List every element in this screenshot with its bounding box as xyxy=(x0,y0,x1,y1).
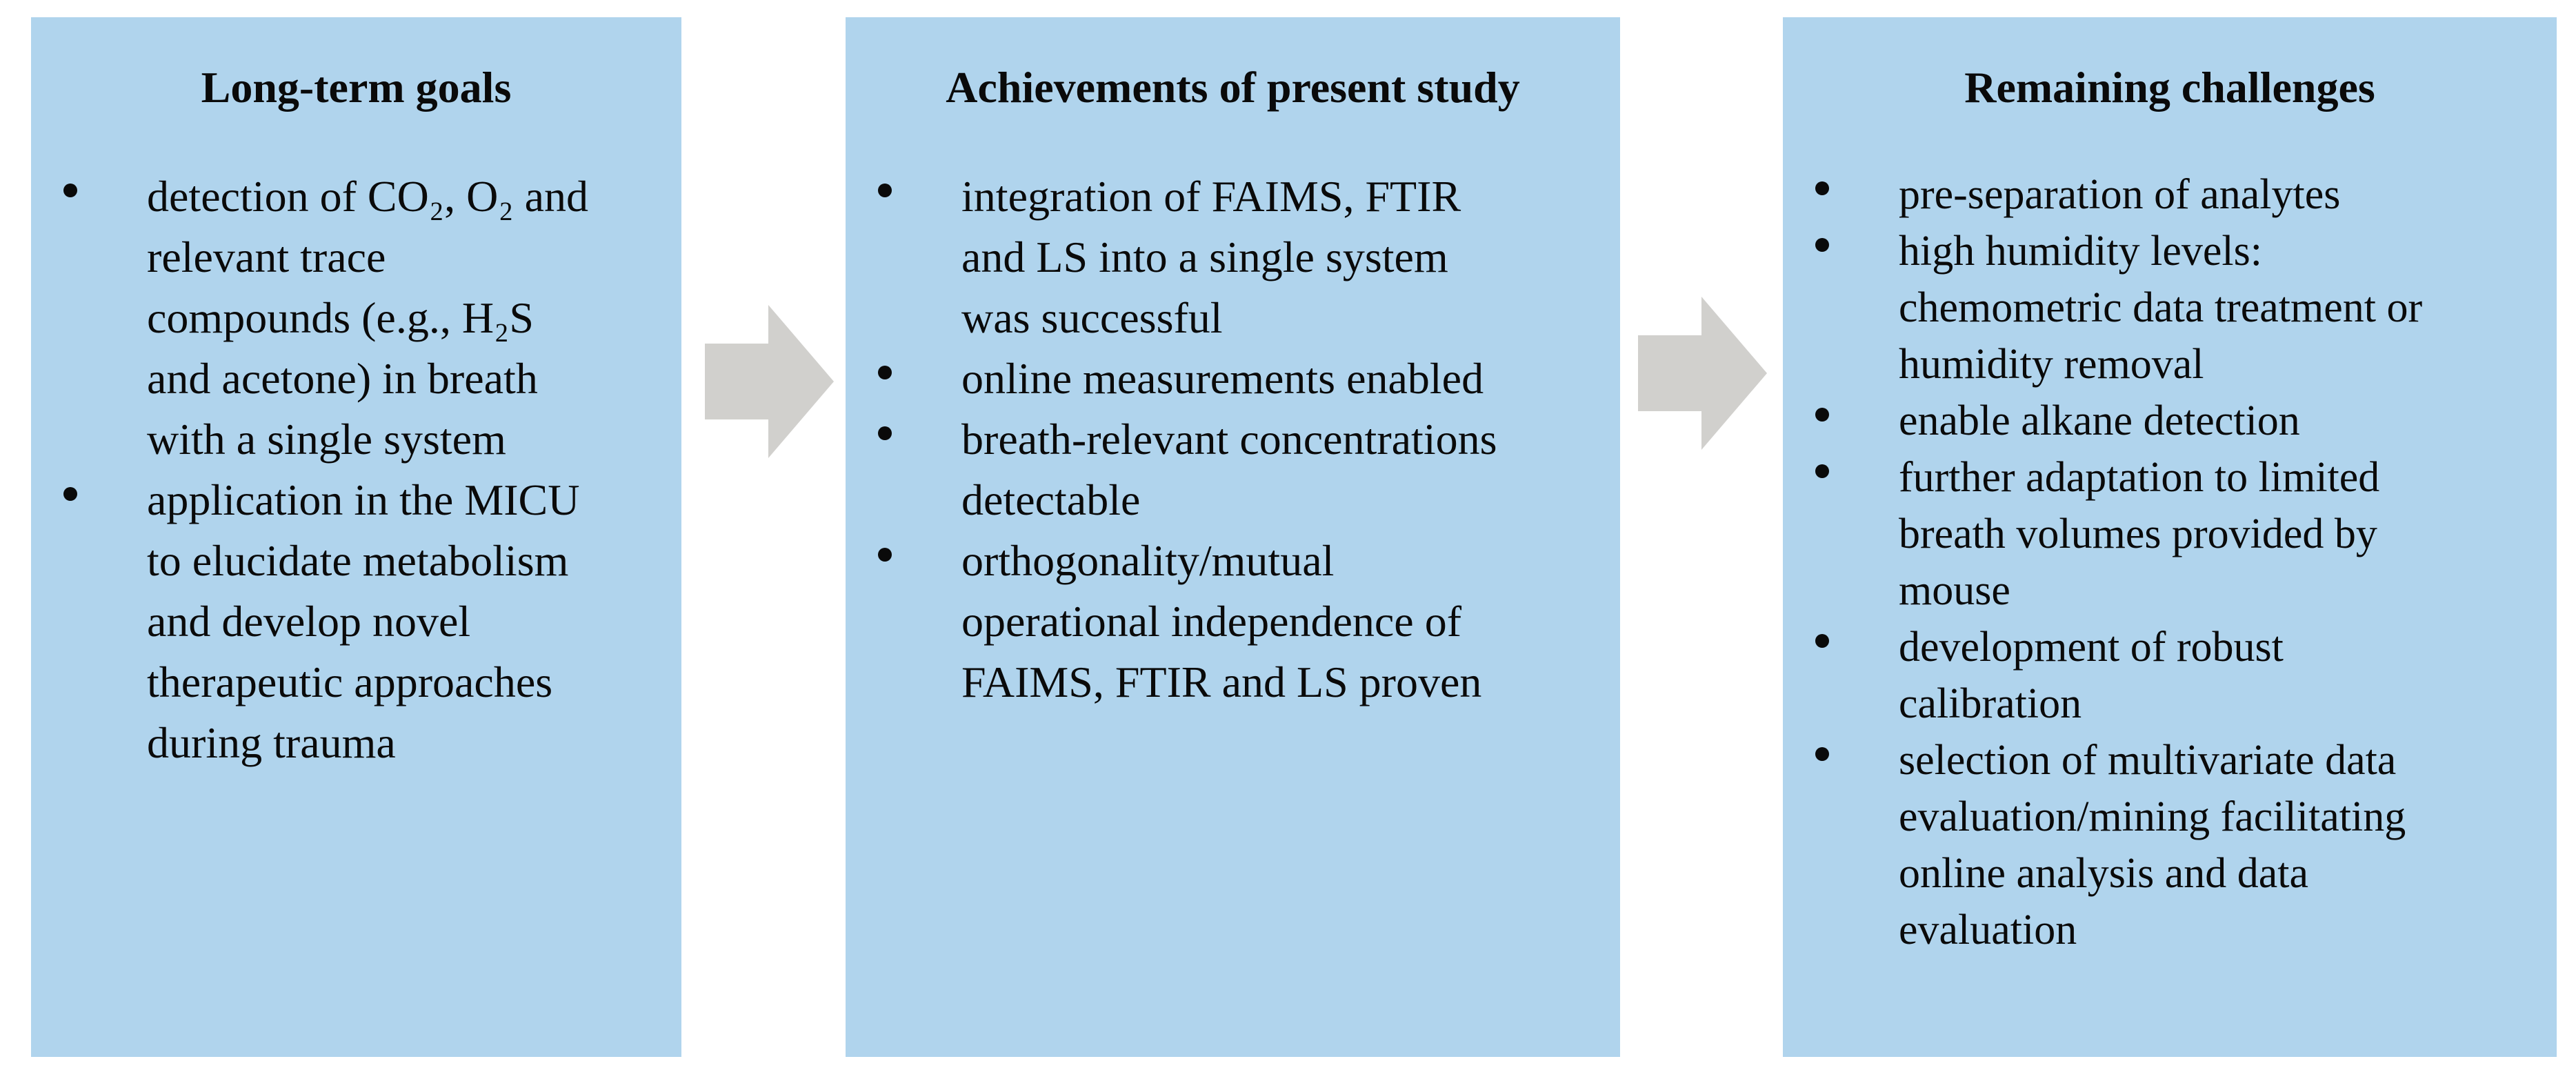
bullet-text: enable alkane detection xyxy=(1899,397,2300,444)
bullet-text: breath-relevant concentrations detectabl… xyxy=(961,415,1497,524)
list-item: enable alkane detection xyxy=(1783,393,2557,449)
bullet-dot-icon xyxy=(1815,238,1829,252)
box-title-long-term-goals: Long-term goals xyxy=(201,63,512,112)
bullet-text: development of robust calibration xyxy=(1899,624,2284,727)
bullet-dot-icon xyxy=(878,184,892,197)
box-remaining-challenges: Remaining challenges pre-separation of a… xyxy=(1783,17,2557,1057)
bullet-dot-icon xyxy=(1815,181,1829,195)
arrow-head xyxy=(768,305,834,458)
bullet-text: selection of multivariate data evaluatio… xyxy=(1899,737,2406,953)
list-item: integration of FAIMS, FTIR and LS into a… xyxy=(846,166,1620,348)
bullet-list: detection of CO₂, O₂ and relevant trace … xyxy=(31,166,681,773)
box-title-remaining-challenges: Remaining challenges xyxy=(1964,63,2375,112)
block-arrow-right-icon xyxy=(705,305,834,458)
list-item: orthogonality/mutual operational indepen… xyxy=(846,531,1620,713)
bullet-dot-icon xyxy=(878,426,892,440)
bullet-text: pre-separation of analytes xyxy=(1899,171,2341,218)
list-item: application in the MICU to elucidate met… xyxy=(31,470,681,773)
list-item: further adaptation to limited breath vol… xyxy=(1783,449,2557,619)
box-achievements-of-present-study: Achievements of present study integratio… xyxy=(846,17,1620,1057)
bullet-text: orthogonality/mutual operational indepen… xyxy=(961,536,1482,706)
bullet-text: online measurements enabled xyxy=(961,354,1484,403)
bullet-text: further adaptation to limited breath vol… xyxy=(1899,454,2380,614)
bullet-list: pre-separation of analytes high humidity… xyxy=(1783,166,2557,958)
list-item: online measurements enabled xyxy=(846,348,1620,409)
bullet-dot-icon xyxy=(1815,634,1829,648)
bullet-dot-icon xyxy=(1815,747,1829,761)
bullet-dot-icon xyxy=(878,366,892,379)
bullet-dot-icon xyxy=(63,487,77,501)
arrow-body xyxy=(1638,335,1701,411)
bullet-text: application in the MICU to elucidate met… xyxy=(147,475,580,767)
block-arrow-right-icon xyxy=(1638,297,1767,450)
bullet-list: integration of FAIMS, FTIR and LS into a… xyxy=(846,166,1620,713)
arrow-head xyxy=(1701,297,1767,450)
box-title-achievements: Achievements of present study xyxy=(946,63,1520,112)
list-item: high humidity levels: chemometric data t… xyxy=(1783,223,2557,393)
bullet-dot-icon xyxy=(1815,408,1829,422)
box-long-term-goals: Long-term goals detection of CO₂, O₂ and… xyxy=(31,17,681,1057)
bullet-text: high humidity levels: chemometric data t… xyxy=(1899,228,2423,388)
list-item: breath-relevant concentrations detectabl… xyxy=(846,409,1620,531)
list-item: detection of CO₂, O₂ and relevant trace … xyxy=(31,166,681,470)
list-item: development of robust calibration xyxy=(1783,619,2557,732)
bullet-dot-icon xyxy=(878,548,892,562)
list-item: pre-separation of analytes xyxy=(1783,166,2557,223)
list-item: selection of multivariate data evaluatio… xyxy=(1783,732,2557,958)
bullet-text: integration of FAIMS, FTIR and LS into a… xyxy=(961,172,1461,342)
bullet-dot-icon xyxy=(1815,464,1829,478)
arrow-body xyxy=(705,344,768,419)
bullet-dot-icon xyxy=(63,184,77,197)
bullet-text: detection of CO₂, O₂ and relevant trace … xyxy=(147,172,589,464)
